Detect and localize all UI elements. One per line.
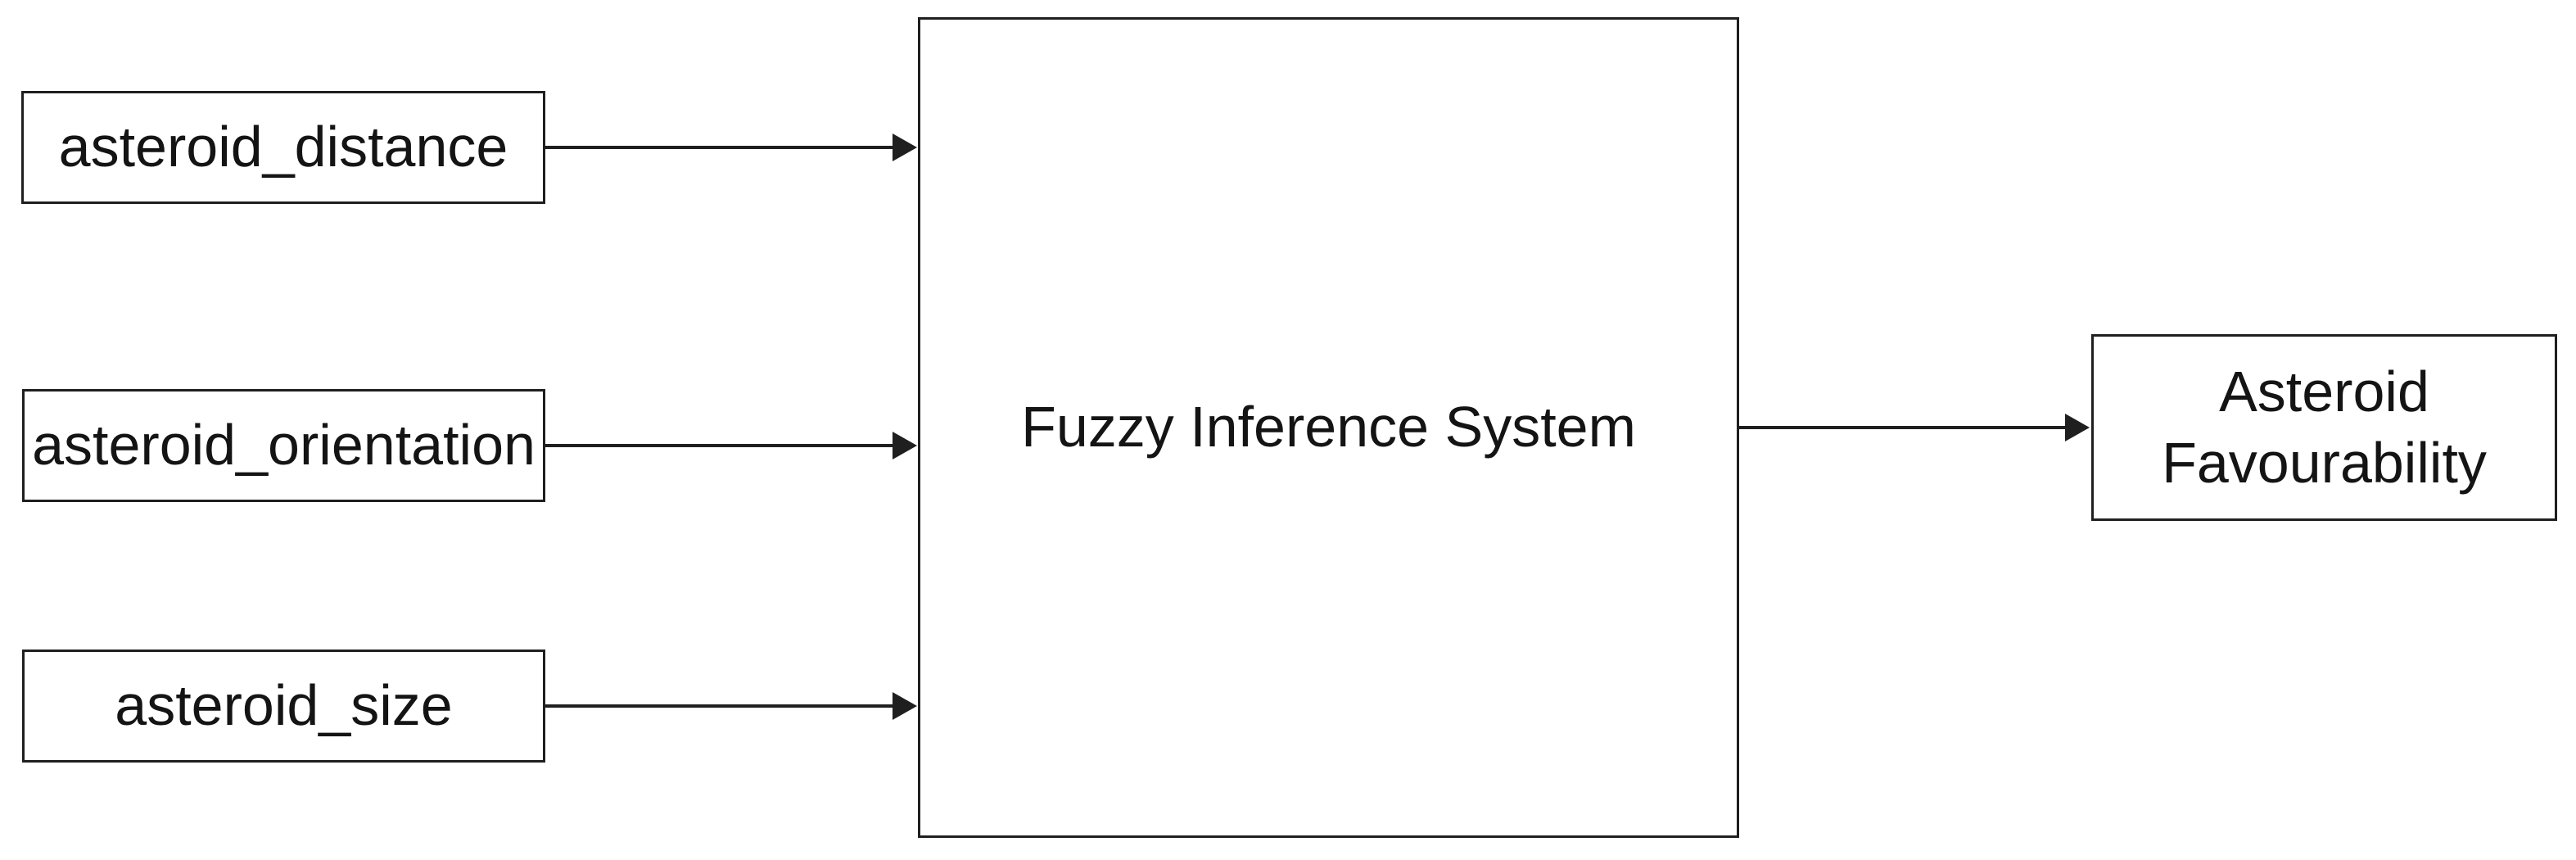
node-fuzzy-inference-system: Fuzzy Inference System	[918, 17, 1739, 838]
node-label-asteroid-orientation: asteroid_orientation	[32, 413, 536, 478]
arrow-asteroid-distance-line	[545, 146, 897, 149]
arrow-asteroid-size-head-icon	[893, 692, 917, 720]
node-asteroid-favourability: Asteroid Favourability	[2091, 334, 2557, 521]
node-asteroid-size: asteroid_size	[22, 650, 545, 763]
node-label-asteroid-distance: asteroid_distance	[58, 115, 508, 179]
node-label-asteroid-favourability: Asteroid Favourability	[2162, 359, 2487, 496]
arrow-asteroid-orientation-line	[545, 444, 897, 447]
node-asteroid-distance: asteroid_distance	[21, 91, 545, 204]
node-label-fuzzy-inference-system: Fuzzy Inference System	[1021, 395, 1636, 459]
node-asteroid-orientation: asteroid_orientation	[22, 389, 545, 502]
arrow-fis-output-head-icon	[2065, 414, 2090, 441]
arrow-asteroid-distance-head-icon	[893, 134, 917, 161]
arrow-asteroid-orientation-head-icon	[893, 432, 917, 459]
arrow-fis-output-line	[1739, 426, 2070, 429]
node-label-asteroid-size: asteroid_size	[115, 673, 453, 738]
arrow-asteroid-size-line	[545, 704, 897, 708]
